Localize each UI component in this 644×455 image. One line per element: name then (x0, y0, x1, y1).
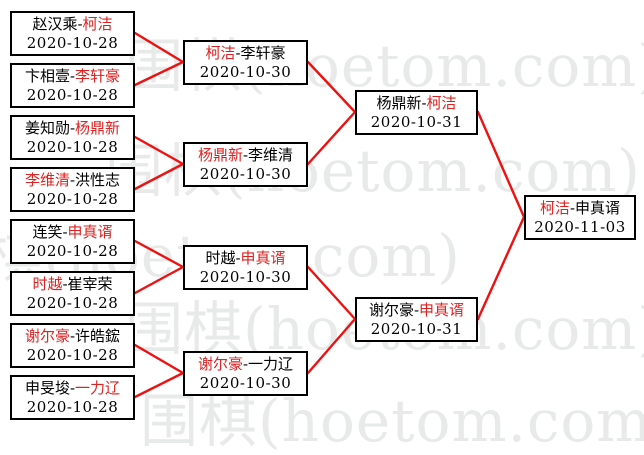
watermark-text: 围棋(hoetom.com) (140, 387, 644, 455)
match-date: 2020-10-30 (199, 63, 292, 81)
match-box-r16-3: 姜知勋-杨鼎新 2020-10-28 (10, 115, 135, 160)
player-name-left: 杨鼎新 (376, 94, 422, 112)
player-name-left: 时越 (205, 249, 236, 267)
player-name-right: 洪性志 (75, 171, 121, 189)
match-players: 卞相壹-李轩豪 (12, 66, 133, 86)
match-date: 2020-10-30 (199, 374, 292, 392)
match-separator: - (242, 146, 249, 164)
player-name-right: 李轩豪 (240, 44, 286, 62)
match-box-qf-4: 谢尔豪-一力辽 2020-10-30 (183, 351, 308, 396)
match-box-sf-1: 杨鼎新-柯洁 2020-10-31 (355, 90, 478, 135)
match-box-sf-2: 谢尔豪-申真谞 2020-10-31 (355, 297, 478, 342)
match-separator: - (242, 355, 249, 373)
player-name-left: 时越 (32, 275, 63, 293)
match-box-r16-8: 申旻埈-一力辽 2020-10-28 (10, 375, 135, 420)
match-date: 2020-10-30 (199, 165, 292, 183)
match-players: 申旻埈-一力辽 (12, 378, 133, 398)
match-players: 连笑-申真谞 (12, 222, 133, 242)
match-date: 2020-10-28 (26, 398, 119, 416)
player-name-left: 卞相壹 (24, 67, 70, 85)
player-name-right: 李维清 (248, 146, 294, 164)
player-name-right: 李轩豪 (75, 67, 121, 85)
player-name-right: 一力辽 (75, 379, 121, 397)
player-name-left: 赵汉乘 (32, 15, 78, 33)
match-separator: - (62, 223, 68, 241)
match-date: 2020-10-31 (370, 320, 463, 338)
match-box-r16-5: 连笑-申真谞 2020-10-28 (10, 219, 135, 264)
match-players: 谢尔豪-一力辽 (185, 354, 306, 374)
player-name-left: 柯洁 (205, 44, 236, 62)
player-name-left: 申旻埈 (24, 379, 70, 397)
match-separator: - (235, 44, 241, 62)
player-name-right: 柯洁 (82, 15, 113, 33)
match-date: 2020-10-28 (26, 294, 119, 312)
match-separator: - (69, 327, 76, 345)
match-box-final: 柯洁-申真谞 2020-11-03 (524, 195, 636, 240)
match-players: 谢尔豪-申真谞 (357, 300, 476, 320)
match-box-r16-7: 谢尔豪-许皓鋐 2020-10-28 (10, 323, 135, 368)
player-name-right: 一力辽 (248, 355, 294, 373)
match-separator: - (62, 275, 68, 293)
match-date: 2020-11-03 (534, 218, 626, 236)
match-players: 杨鼎新-李维清 (185, 145, 306, 165)
match-separator: - (69, 119, 76, 137)
match-date: 2020-10-28 (26, 242, 119, 260)
player-name-right: 崔宰荣 (67, 275, 113, 293)
match-separator: - (69, 171, 76, 189)
player-name-left: 谢尔豪 (24, 327, 70, 345)
player-name-left: 杨鼎新 (197, 146, 243, 164)
match-players: 时越-申真谞 (185, 248, 306, 268)
match-separator: - (235, 249, 241, 267)
match-date: 2020-10-30 (199, 268, 292, 286)
match-players: 杨鼎新-柯洁 (357, 93, 476, 113)
player-name-left: 姜知勋 (24, 119, 70, 137)
player-name-right: 杨鼎新 (75, 119, 121, 137)
player-name-right: 柯洁 (426, 94, 457, 112)
player-name-right: 申真谞 (419, 301, 465, 319)
player-name-left: 谢尔豪 (197, 355, 243, 373)
match-box-qf-1: 柯洁-李轩豪 2020-10-30 (183, 40, 308, 85)
match-separator: - (413, 301, 420, 319)
match-players: 姜知勋-杨鼎新 (12, 118, 133, 138)
player-name-right: 申真谞 (575, 199, 621, 217)
match-date: 2020-10-28 (26, 138, 119, 156)
match-date: 2020-10-28 (26, 86, 119, 104)
player-name-left: 连笑 (32, 223, 63, 241)
match-separator: - (421, 94, 427, 112)
player-name-right: 许皓鋐 (75, 327, 121, 345)
player-name-right: 申真谞 (67, 223, 113, 241)
match-separator: - (569, 199, 576, 217)
match-separator: - (69, 67, 76, 85)
match-box-qf-2: 杨鼎新-李维清 2020-10-30 (183, 142, 308, 187)
match-players: 李维清-洪性志 (12, 170, 133, 190)
match-players: 柯洁-申真谞 (526, 198, 634, 218)
match-players: 谢尔豪-许皓鋐 (12, 326, 133, 346)
match-players: 时越-崔宰荣 (12, 274, 133, 294)
player-name-left: 柯洁 (539, 199, 570, 217)
player-name-left: 谢尔豪 (368, 301, 414, 319)
player-name-right: 申真谞 (240, 249, 286, 267)
match-separator: - (77, 15, 83, 33)
match-separator: - (69, 379, 76, 397)
match-date: 2020-10-28 (26, 190, 119, 208)
match-box-r16-4: 李维清-洪性志 2020-10-28 (10, 167, 135, 212)
match-players: 柯洁-李轩豪 (185, 43, 306, 63)
match-players: 赵汉乘-柯洁 (12, 14, 133, 34)
match-box-qf-3: 时越-申真谞 2020-10-30 (183, 245, 308, 290)
match-box-r16-2: 卞相壹-李轩豪 2020-10-28 (10, 63, 135, 108)
match-box-r16-1: 赵汉乘-柯洁 2020-10-28 (10, 11, 135, 56)
match-date: 2020-10-28 (26, 34, 119, 52)
match-date: 2020-10-28 (26, 346, 119, 364)
match-box-r16-6: 时越-崔宰荣 2020-10-28 (10, 271, 135, 316)
player-name-left: 李维清 (24, 171, 70, 189)
match-date: 2020-10-31 (370, 113, 463, 131)
